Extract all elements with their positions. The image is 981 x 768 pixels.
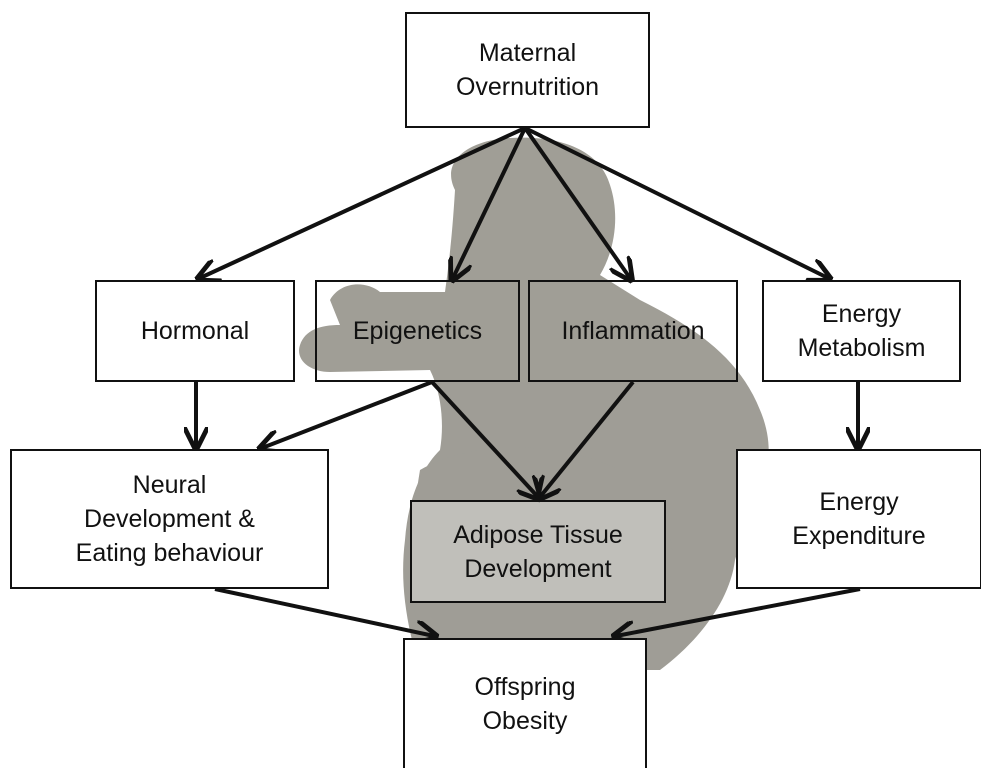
node-adipose-tissue: Adipose Tissue Development: [410, 500, 666, 603]
node-offspring-obesity: Offspring Obesity: [403, 638, 647, 768]
edge-maternal-hormonal: [200, 126, 526, 278]
edge-expenditure-offspring: [616, 587, 861, 636]
node-energy-expenditure: Energy Expenditure: [736, 449, 981, 589]
edge-epigenetics-neural: [262, 380, 433, 448]
node-hormonal: Hormonal: [95, 280, 295, 382]
node-neural-development: Neural Development & Eating behaviour: [10, 449, 329, 589]
edge-maternal-energy-metabolism: [524, 126, 828, 278]
node-epigenetics: Epigenetics: [315, 280, 520, 382]
edge-maternal-inflammation: [523, 126, 630, 278]
edge-maternal-epigenetics: [453, 127, 527, 278]
node-inflammation: Inflammation: [528, 280, 738, 382]
node-maternal-overnutrition: Maternal Overnutrition: [405, 12, 650, 128]
edge-epigenetics-adipose: [430, 380, 538, 497]
node-energy-metabolism: Energy Metabolism: [762, 280, 961, 382]
edge-neural-offspring: [214, 587, 434, 636]
edge-inflammation-adipose: [540, 380, 635, 497]
